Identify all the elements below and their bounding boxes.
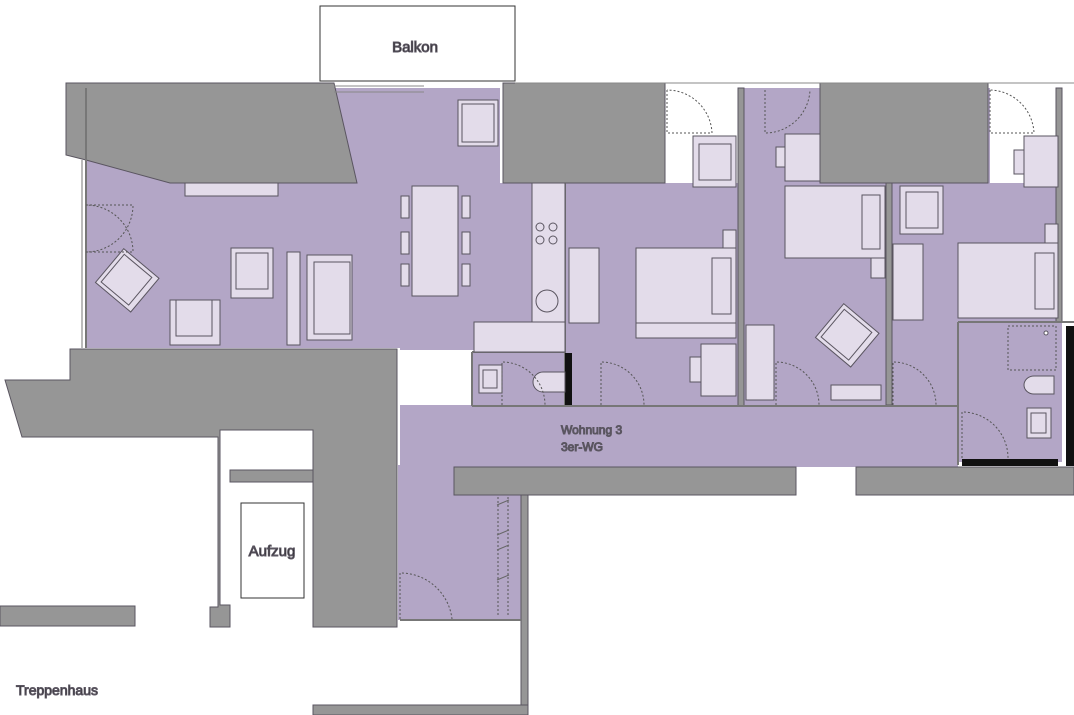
walls [0, 82, 1074, 715]
stair-wall [0, 605, 136, 627]
balcony-label: Balkon [392, 39, 438, 56]
balcony [319, 5, 516, 82]
solid-elements [565, 326, 1074, 466]
kitchen-island [473, 321, 566, 353]
entry-wall-right [520, 494, 529, 714]
dining-table [411, 185, 459, 297]
wall-top-left [65, 82, 358, 184]
wardrobe-room-2 [745, 324, 775, 401]
elevator [240, 502, 305, 599]
corridor-floor [400, 405, 958, 467]
stove-icon [535, 222, 545, 232]
door-swings [85, 89, 1057, 620]
wall-top-2 [502, 82, 666, 184]
partition-2 [885, 182, 893, 406]
desk-room-1 [700, 343, 737, 397]
sink-icon [535, 289, 559, 313]
desk-room-3 [1023, 135, 1059, 188]
corridor-wall-right [855, 466, 1074, 496]
wardrobe-room-1 [568, 247, 600, 324]
wall-top-3 [819, 82, 989, 184]
partition-1 [737, 87, 745, 407]
corridor-wall-left [453, 466, 797, 496]
apartment-name: Wohnung 3 [561, 423, 622, 437]
bench [286, 251, 301, 346]
elevator-label: Aufzug [249, 543, 296, 560]
wall-core [4, 348, 398, 628]
bottom-wall [312, 704, 529, 715]
stairwell-label: Treppenhaus [16, 682, 98, 698]
wardrobe-room-3 [892, 243, 924, 321]
apartment-type: 3er-WG [561, 440, 603, 454]
furniture [94, 99, 1059, 439]
shaft-wall [229, 469, 314, 483]
chair-room-2 [784, 133, 821, 182]
toilet-bath [1023, 375, 1055, 395]
sideboard [184, 182, 279, 197]
